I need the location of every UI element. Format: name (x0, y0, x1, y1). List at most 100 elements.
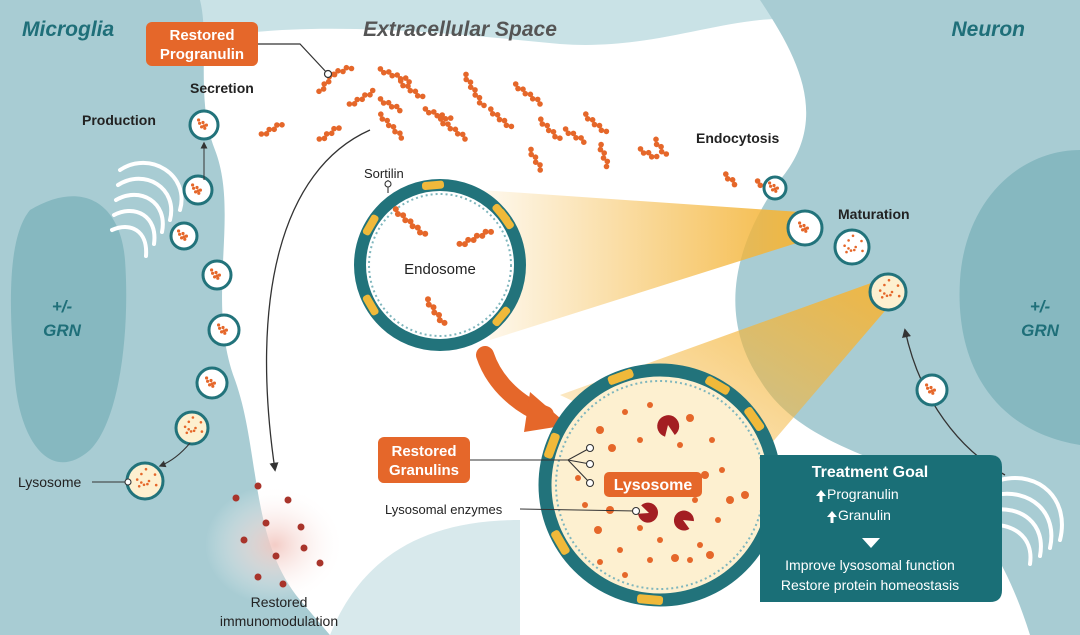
granulin-bead (354, 96, 361, 103)
neuron-nucleus (959, 150, 1080, 445)
progranulin-chain (768, 181, 777, 191)
granulin-bead (198, 121, 202, 125)
granulin-bead (430, 304, 437, 311)
granulin-bead (562, 126, 569, 132)
granulin-bead (598, 141, 604, 148)
granulin-bead (224, 328, 228, 332)
granulin-bead (392, 128, 398, 135)
granulin-bead (476, 94, 483, 101)
immunomodulation-arrow (265, 129, 371, 472)
endocytosis-label: Endocytosis (696, 130, 779, 146)
granulin-bead (653, 153, 660, 160)
granulin-dot (622, 409, 628, 415)
granulin-dot (582, 502, 588, 508)
granulin-bead (515, 85, 521, 92)
granulin-dot (896, 284, 900, 287)
arrow-up-icon (816, 490, 826, 502)
granulin-bead (589, 117, 596, 123)
granulin-bead (206, 379, 210, 383)
granulin-dot (860, 239, 863, 243)
production-label: Production (82, 112, 156, 128)
granulin-bead (603, 163, 610, 170)
granulin-bead (348, 65, 355, 72)
granulin-bead (754, 178, 761, 184)
granulin-bead (393, 103, 400, 110)
sortilin-receptor (421, 180, 445, 190)
granulin-bead (362, 92, 368, 98)
granulin-bead (381, 69, 387, 76)
progranulin-chain (928, 388, 937, 395)
progranulin-chain (213, 273, 221, 280)
granulin-bead (336, 125, 342, 131)
granulin-bead (379, 116, 386, 122)
granulin-dot (200, 430, 204, 433)
immunomodulation-dot (240, 536, 248, 544)
granulin-bead (804, 229, 808, 233)
granulin-bead (328, 130, 335, 137)
vesicle (915, 373, 949, 407)
granulin-bead (537, 101, 543, 107)
progranulin-chain (456, 228, 494, 248)
granulin-bead (482, 228, 489, 235)
granulin-bead (447, 115, 454, 121)
progranulin-chain (177, 229, 186, 239)
granulin-bead (407, 87, 414, 94)
progranulin-chain (597, 141, 611, 170)
immunomodulation-dot (297, 523, 305, 531)
granulin-bead (436, 312, 442, 318)
lysosome-sortilin (544, 369, 776, 605)
goal-outcome-lysosomal: Improve lysosomal function (785, 557, 955, 573)
lysosome-arrow (158, 442, 191, 468)
granulin-bead (476, 100, 483, 106)
granulin-bead (529, 96, 536, 102)
golgi-left-icon (110, 160, 184, 258)
granulin-dot (594, 526, 602, 534)
badge-line-1: Restored (391, 443, 456, 460)
granulin-bead (367, 92, 373, 98)
granulin-bead (431, 309, 438, 316)
granulin-bead (465, 236, 472, 243)
granulin-bead (359, 96, 366, 103)
granulin-dot (146, 482, 149, 486)
badge-line-2: Progranulin (160, 46, 244, 63)
progranulin-chain (653, 136, 670, 157)
granulin-bead (279, 122, 285, 128)
granulin-bead (398, 135, 405, 141)
granulin-bead (205, 376, 209, 380)
granulin-bead (496, 116, 503, 123)
granulin-bead (799, 224, 803, 228)
vesicle (182, 174, 214, 206)
granulin-bead (452, 126, 459, 133)
granulin-bead (340, 68, 346, 75)
vesicle (207, 313, 241, 347)
granulin-bead (653, 141, 660, 148)
sortilin-receptor (636, 594, 664, 605)
restored-granulins-badge: Restored Granulins (378, 437, 470, 483)
granulin-bead (323, 131, 330, 137)
granulin-dot (189, 430, 193, 433)
granulin-bead (181, 231, 185, 236)
granulin-bead (203, 126, 207, 130)
granulin-bead (197, 118, 201, 122)
genotype-left-line-2: GRN (43, 321, 82, 340)
granulin-dot (890, 290, 894, 294)
vesicle-chain (125, 109, 949, 501)
granulin-dot (140, 481, 143, 484)
progranulin-chain (194, 188, 202, 195)
granulin-bead (419, 93, 426, 100)
sortilin-receptor (551, 530, 570, 555)
granulin-bead (724, 176, 731, 182)
maturation-label: Maturation (838, 206, 910, 222)
granulin-bead (397, 107, 403, 114)
granulin-dot (617, 547, 623, 553)
progranulin-chain (437, 116, 468, 142)
granulin-bead (473, 232, 480, 239)
granulin-bead (321, 81, 328, 87)
granulin-dot (861, 249, 864, 253)
granulin-bead (723, 171, 729, 177)
granulin-dot (596, 426, 604, 434)
granulin-bead (386, 69, 392, 75)
granulin-bead (192, 186, 196, 190)
progranulin-chain (258, 122, 285, 137)
granulin-bead (600, 155, 607, 161)
